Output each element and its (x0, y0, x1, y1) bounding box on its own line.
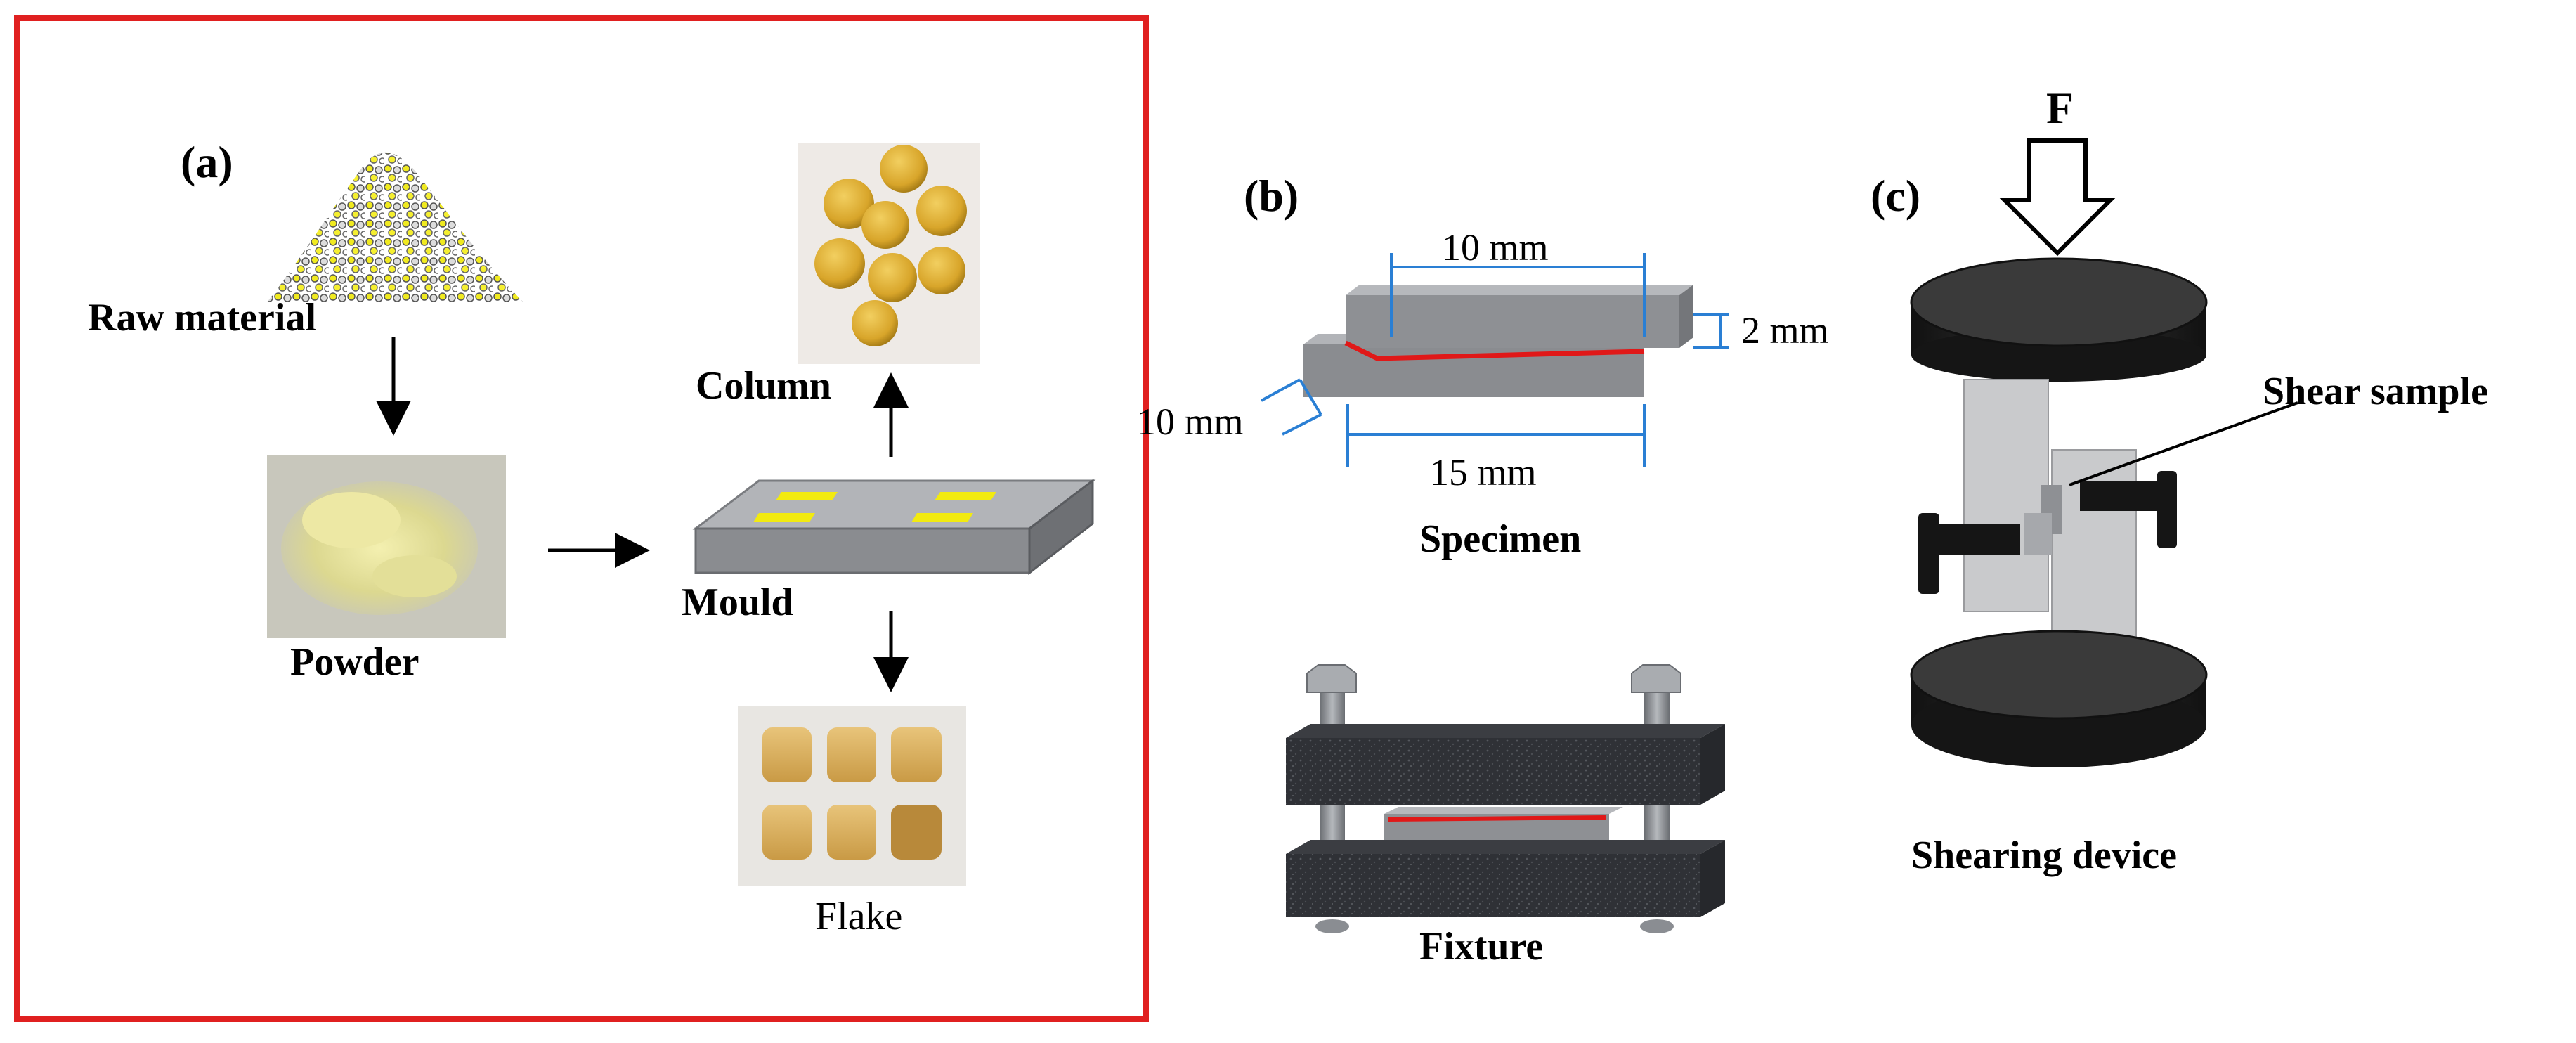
panel-a-frame (14, 15, 1149, 1022)
flake-piece (827, 727, 876, 782)
flake-label: Flake (815, 895, 902, 938)
fixture-lower-clamp (1286, 854, 1700, 917)
length-bottom-dimension: 15 mm (1430, 451, 1537, 493)
column-label: Column (696, 364, 831, 408)
panel-c-label: (c) (1871, 171, 1920, 221)
panel-a-label: (a) (181, 137, 233, 187)
fixture-nut (1306, 664, 1357, 693)
shear-sample-label: Shear sample (2263, 370, 2488, 413)
force-arrow (1999, 138, 2116, 257)
width-dimension: 10 mm (1137, 401, 1244, 443)
column-pellet (861, 201, 909, 249)
flake-piece (891, 805, 942, 860)
fixture-nut (1631, 664, 1681, 693)
flake-piece (891, 727, 942, 782)
fixture-label: Fixture (1419, 925, 1543, 968)
bottom-platen (1910, 630, 2208, 720)
column-pellet (918, 247, 965, 294)
specimen-label: Specimen (1419, 517, 1581, 561)
mould-label: Mould (682, 581, 793, 624)
column-pellet (814, 238, 865, 289)
shearing-device-label: Shearing device (1911, 834, 2177, 877)
flake-piece (762, 805, 812, 860)
mould-cavity (753, 513, 815, 522)
fixture-drawing (1286, 664, 1725, 933)
mould-block (692, 478, 1096, 576)
column-pellet (852, 300, 898, 346)
dimension-lines (1261, 253, 1729, 467)
force-label: F (2046, 83, 2074, 133)
mould-cavity (776, 492, 838, 500)
column-photo (798, 143, 980, 364)
column-pellet (916, 186, 967, 236)
top-platen (1910, 257, 2208, 347)
left-bolt (1918, 513, 1939, 594)
left-grip (1963, 379, 2049, 612)
raw-material-heap (267, 152, 523, 302)
length-top-dimension: 10 mm (1442, 226, 1549, 268)
flake-piece (762, 727, 812, 782)
panel-b-label: (b) (1244, 171, 1299, 221)
shearing-device-drawing (1910, 257, 2208, 767)
thickness-dimension: 2 mm (1741, 309, 1829, 351)
right-bolt (2157, 471, 2177, 548)
bond-line (1344, 340, 1645, 361)
raw-material-label: Raw material (88, 296, 316, 339)
shear-sample-leader-line (2069, 401, 2298, 486)
flake-photo (738, 706, 966, 886)
mould-cavity (935, 492, 996, 500)
column-pellet (880, 145, 928, 193)
fixture-bond-line (1387, 815, 1606, 822)
specimen-drawing (1303, 285, 1693, 397)
powder-photo (267, 455, 506, 638)
mould-cavity (911, 513, 973, 522)
powder-label: Powder (290, 640, 419, 684)
flake-piece (827, 805, 876, 860)
column-pellet (868, 253, 917, 302)
column-pellet (824, 179, 874, 229)
fixture-upper-clamp (1286, 738, 1700, 805)
